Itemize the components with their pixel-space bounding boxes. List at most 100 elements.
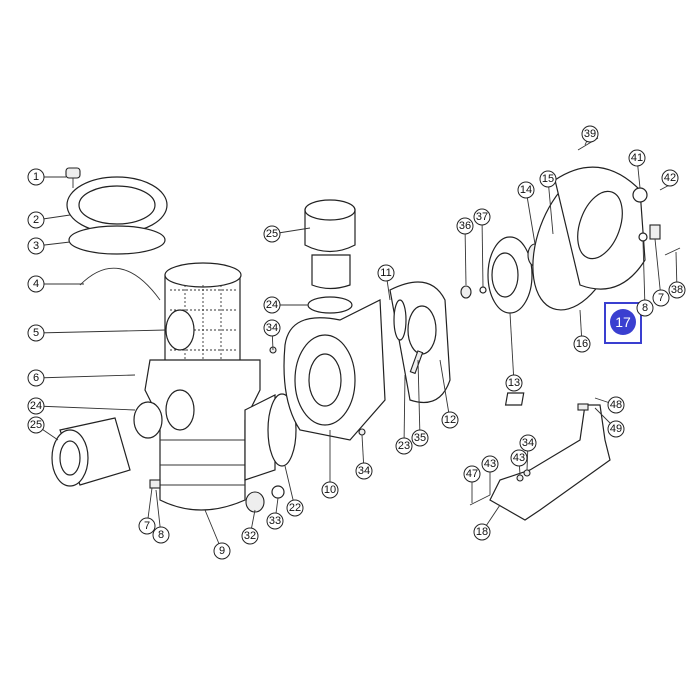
callout-circle	[473, 523, 491, 541]
callout-circle	[517, 181, 535, 199]
leader-line	[439, 359, 451, 421]
callout-circle	[607, 420, 625, 438]
callout-label: 3	[33, 240, 39, 252]
leader-line	[35, 374, 136, 379]
callout-49: 49	[607, 420, 625, 438]
callout-circle	[395, 437, 413, 455]
callout-8: 8	[636, 299, 654, 317]
part-base	[469, 392, 611, 521]
callout-9: 9	[213, 542, 231, 560]
callout-label: 8	[642, 302, 648, 314]
callout-circle	[463, 465, 481, 483]
callout-circle	[377, 264, 395, 282]
callout-label: 2	[33, 214, 39, 226]
callout-circle	[263, 319, 281, 337]
callout-37: 37	[473, 208, 491, 226]
callout-circle	[27, 324, 45, 342]
callout-label: 38	[671, 284, 683, 296]
callout-circle	[581, 125, 599, 143]
callout-8: 8	[152, 526, 170, 544]
callout-18: 18	[473, 523, 491, 541]
callout-42: 42	[661, 169, 679, 187]
callout-circle	[27, 275, 45, 293]
callout-label: 5	[33, 327, 39, 339]
callout-1: 1	[27, 168, 45, 186]
callout-32: 32	[241, 527, 259, 545]
callout-label: 32	[244, 530, 256, 542]
callout-circle	[27, 369, 45, 387]
callout-circle	[519, 434, 537, 452]
callout-47: 47	[463, 465, 481, 483]
callout-circle	[321, 481, 339, 499]
callout-label: 42	[664, 172, 676, 184]
callout-39: 39	[581, 125, 599, 143]
part-impeller	[460, 236, 533, 314]
callout-label: 25	[266, 228, 278, 240]
callout-circle	[27, 237, 45, 255]
callout-circle	[481, 455, 499, 473]
callout-36: 36	[456, 217, 474, 235]
callout-label: 16	[576, 338, 588, 350]
part-pump-body	[269, 281, 451, 441]
callout-label: 7	[658, 292, 664, 304]
callout-circle	[441, 411, 459, 429]
parts-drawing	[51, 137, 681, 521]
callout-33: 33	[266, 512, 284, 530]
callout-label: 10	[324, 484, 336, 496]
callout-label: 24	[266, 299, 278, 311]
leader-line	[464, 225, 467, 286]
callout-circle	[510, 449, 528, 467]
callout-38: 38	[668, 281, 686, 299]
callout-circle	[539, 170, 557, 188]
callout-label: 37	[476, 211, 488, 223]
callout-label: 14	[520, 184, 532, 196]
callout-circle	[473, 208, 491, 226]
callout-17: 17	[610, 309, 636, 335]
callout-25: 25	[263, 225, 281, 243]
callout-5: 5	[27, 324, 45, 342]
callout-label: 23	[398, 440, 410, 452]
callout-circle	[607, 396, 625, 414]
callout-circle	[411, 429, 429, 447]
part-basket	[164, 262, 242, 390]
callout-circle	[152, 526, 170, 544]
leader-line	[481, 216, 484, 288]
leader-line	[35, 329, 167, 334]
callout-label: 13	[508, 377, 520, 389]
callout-12: 12	[441, 411, 459, 429]
callout-label: 33	[269, 515, 281, 527]
part-lid	[65, 167, 168, 301]
callout-label: 1	[33, 171, 39, 183]
leader-line	[417, 359, 421, 439]
callout-48: 48	[607, 396, 625, 414]
callout-label: 12	[444, 414, 456, 426]
leader-line	[547, 178, 554, 235]
callout-circle	[652, 289, 670, 307]
leader-line	[509, 312, 515, 384]
callout-label: 43	[513, 452, 525, 464]
callout-41: 41	[628, 149, 646, 167]
callout-circle	[213, 542, 231, 560]
callout-label: 24	[30, 400, 42, 412]
callout-43: 43	[510, 449, 528, 467]
callout-label: 25	[30, 419, 42, 431]
callout-43: 43	[481, 455, 499, 473]
callout-label: 48	[610, 399, 622, 411]
callout-label: 18	[476, 526, 488, 538]
callout-circle	[573, 335, 591, 353]
callout-34: 34	[519, 434, 537, 452]
callout-label: 7	[144, 520, 150, 532]
callout-label: 11	[380, 267, 391, 279]
callout-label: 35	[414, 432, 426, 444]
callout-circle	[668, 281, 686, 299]
callout-24: 24	[27, 397, 45, 415]
callout-label: 22	[289, 502, 301, 514]
callout-circle	[505, 374, 523, 392]
leader-line	[403, 374, 406, 447]
leader-line	[642, 240, 646, 309]
callout-circle	[27, 397, 45, 415]
callout-label: 4	[33, 278, 39, 290]
callout-circle	[661, 169, 679, 187]
callout-13: 13	[505, 374, 523, 392]
